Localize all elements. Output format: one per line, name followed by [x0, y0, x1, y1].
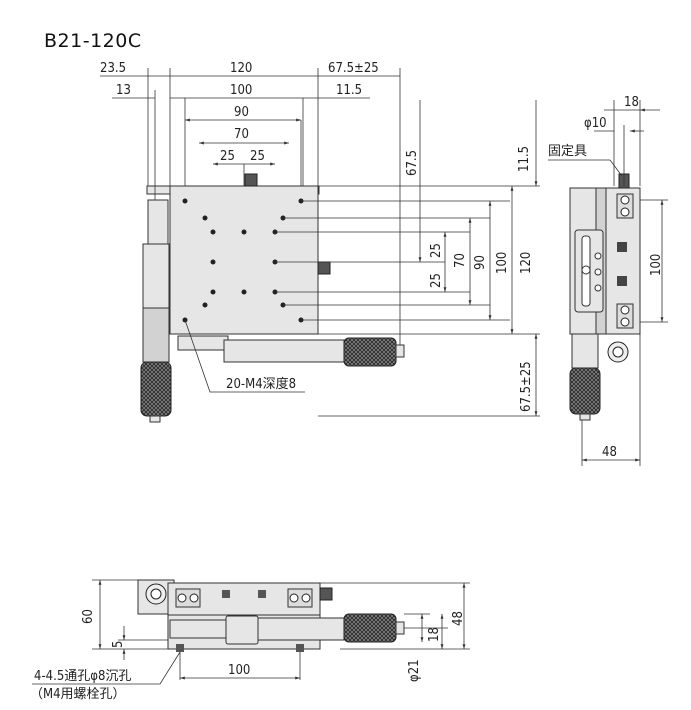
dim-120-right: 120 — [519, 252, 534, 274]
side-dim-phi10: φ10 — [584, 116, 607, 131]
dim-25-b: 25 — [250, 149, 265, 164]
front-dim-100: 100 — [228, 663, 250, 678]
model-title: B21-120C — [44, 30, 142, 52]
dim-120-top: 120 — [230, 61, 252, 76]
micrometer-sleeve-x — [177, 335, 229, 351]
dim-90: 90 — [234, 105, 249, 120]
dim-67-5-right: 67.5 — [405, 150, 420, 176]
dim-67-5-pm-25-right: 67.5±25 — [519, 361, 534, 412]
front-note-line1: 4-4.5通孔φ8沉孔 — [34, 669, 131, 684]
side-dim-100: 100 — [649, 254, 664, 276]
micrometer-thimble-y — [142, 307, 170, 363]
side-dim-48: 48 — [602, 445, 617, 460]
micrometer-barrel-y — [142, 243, 170, 309]
side-micrometer-barrel — [571, 333, 599, 369]
dim-100-top: 100 — [230, 83, 252, 98]
dim-90-right: 90 — [473, 255, 488, 270]
top-view: 23.5 120 67.5±25 13 100 11.5 90 70 25 25… — [100, 61, 540, 423]
holes-note: 20-M4深度8 — [226, 376, 296, 392]
dim-11-5-right: 11.5 — [517, 146, 532, 172]
lock-clamp — [244, 173, 258, 187]
micrometer-tip-y — [149, 415, 161, 423]
dim-25-right-b: 25 — [429, 273, 444, 288]
stage-table — [169, 185, 319, 335]
front-micrometer-barrel — [257, 617, 345, 641]
side-view: 18 φ10 固定具 100 48 — [548, 95, 668, 466]
front-dim-5: 5 — [111, 641, 126, 648]
dim-25-a: 25 — [220, 149, 235, 164]
dim-25-right-a: 25 — [429, 243, 444, 258]
dim-11-5-top: 11.5 — [336, 83, 362, 98]
dim-70: 70 — [234, 127, 249, 142]
micrometer-knob-x — [343, 337, 397, 367]
micrometer-sleeve-y — [147, 199, 169, 245]
micrometer-knob-y — [140, 361, 172, 417]
dim-70-right: 70 — [453, 253, 468, 268]
side-dim-18: 18 — [624, 95, 639, 110]
dim-23-5: 23.5 — [100, 61, 126, 76]
lock-label: 固定具 — [548, 144, 587, 159]
front-dim-18: 18 — [427, 627, 442, 642]
front-dim-48: 48 — [451, 611, 466, 626]
micrometer-tip-x — [395, 344, 405, 358]
front-dim-60: 60 — [81, 609, 96, 624]
dim-100-right: 100 — [495, 252, 510, 274]
front-note-line2: （M4用螺栓孔） — [30, 687, 126, 702]
front-dim-phi21: φ21 — [407, 659, 422, 682]
front-view: 60 5 100 18 48 φ21 4-4.5通孔φ8沉孔 （M4用螺栓孔） — [30, 579, 470, 702]
lock-clamp-side — [317, 261, 331, 275]
dim-13: 13 — [116, 83, 131, 98]
micrometer-barrel-x — [223, 339, 345, 363]
front-micrometer-collar — [225, 615, 259, 645]
front-micrometer-knob — [343, 613, 397, 643]
dim-67-5-pm-25-top: 67.5±25 — [328, 61, 379, 76]
front-lock-clamp — [319, 587, 333, 601]
side-micrometer-knob — [569, 367, 601, 415]
